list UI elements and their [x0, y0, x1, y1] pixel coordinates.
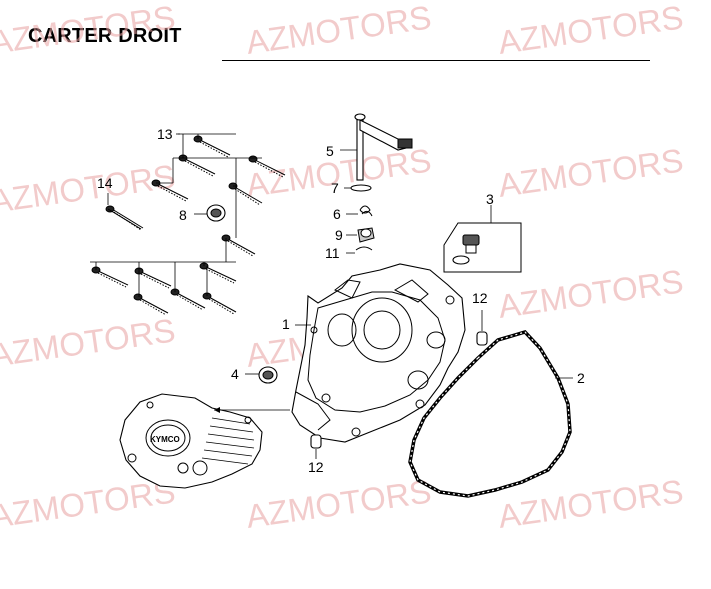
- watermark-text: AZMOTORS: [244, 0, 434, 61]
- callout-4: 4: [231, 366, 239, 382]
- watermark-layer: AZMOTORS AZMOTORS AZMOTORS AZMOTORS AZMO…: [0, 0, 686, 535]
- oil-plug-3: [443, 205, 522, 273]
- watermark-text: AZMOTORS: [496, 141, 686, 204]
- callout-1: 1: [282, 316, 290, 332]
- gasket-2: [408, 330, 573, 498]
- bolt-14: [107, 193, 142, 230]
- kymco-logo: KYMCO: [150, 435, 180, 444]
- watermark-text: AZMOTORS: [0, 0, 178, 61]
- callout-9: 7: [331, 180, 339, 196]
- callout-labels: 13 14 8 5 7 6 9 11 3 12 1 2 4 12: [97, 126, 585, 475]
- dowel-pin-12-lower: [310, 434, 322, 459]
- callout-5: 5: [326, 143, 334, 159]
- callout-2: 2: [577, 370, 585, 386]
- callout-6: 6: [333, 206, 341, 222]
- callout-3: 3: [486, 191, 494, 207]
- callout-12-upper: 12: [472, 290, 488, 306]
- watermark-text: AZMOTORS: [0, 157, 178, 220]
- page-title: CARTER DROIT: [28, 25, 182, 47]
- spring-6: [346, 205, 373, 217]
- dowel-pin-12-upper: [476, 310, 488, 346]
- crankcase-cover-1: [291, 263, 466, 443]
- oil-seal-4: [245, 366, 278, 384]
- title-underline: [222, 60, 650, 61]
- clutch-outer-cover: KYMCO: [119, 393, 290, 489]
- callout-13: 13: [157, 126, 173, 142]
- collar-7: [346, 227, 375, 243]
- washer-9: [344, 184, 372, 192]
- callout-14: 14: [97, 175, 113, 191]
- oil-seal-8: [194, 204, 226, 222]
- callout-8: 8: [179, 207, 187, 223]
- shift-arm-5: [340, 113, 413, 181]
- callout-12-lower: 12: [308, 459, 324, 475]
- watermark-text: AZMOTORS: [0, 311, 178, 374]
- watermark-text: AZMOTORS: [244, 472, 434, 535]
- callout-11: 11: [325, 245, 340, 261]
- watermark-text: AZMOTORS: [496, 262, 686, 325]
- bolt-set-13: [90, 133, 286, 316]
- callout-7: 9: [335, 227, 343, 243]
- watermark-text: AZMOTORS: [496, 0, 686, 61]
- clip-11: [346, 246, 373, 254]
